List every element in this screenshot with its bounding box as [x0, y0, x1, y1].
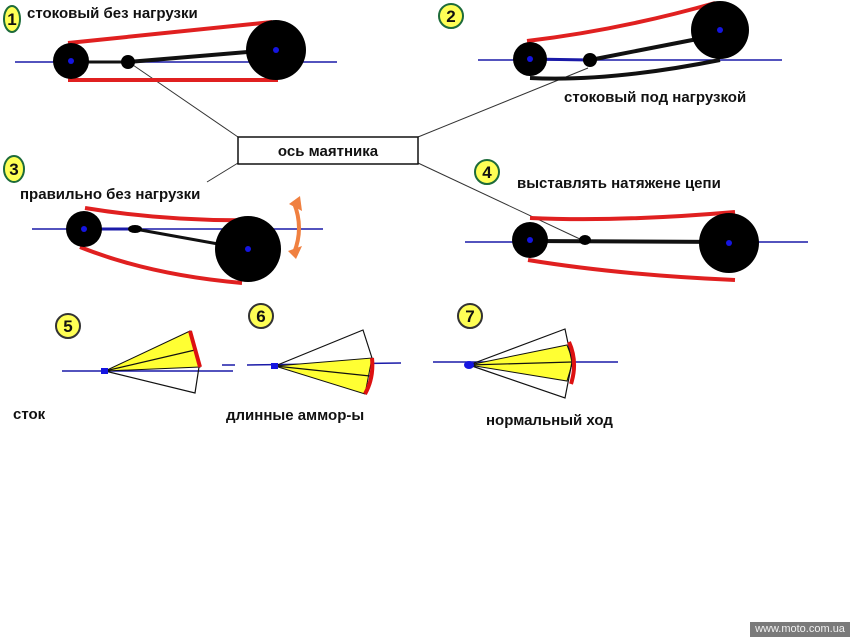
pivot-marker [464, 361, 474, 369]
chain-lower [79, 245, 243, 285]
pivot [583, 53, 597, 67]
panel-3: 3 правильно без нагрузки [3, 155, 323, 285]
hub-dot [527, 56, 533, 62]
number-badge-2: 2 [438, 3, 464, 29]
travel-sector [274, 357, 373, 395]
panel-7: 7 нормальный ход [433, 303, 618, 429]
hub-dot [68, 58, 74, 64]
droop-outline [104, 366, 200, 394]
travel-sector [104, 330, 201, 372]
number-badge-5: 5 [55, 313, 81, 339]
pivot [121, 55, 135, 69]
caption-1: стоковый без нагрузки [27, 5, 198, 22]
svg-text:4: 4 [482, 163, 492, 182]
chain-upper [529, 210, 736, 222]
number-badge-6: 6 [248, 303, 274, 329]
pivot-marker [271, 363, 278, 369]
panel-5: 5 сток [13, 313, 233, 423]
svg-text:5: 5 [63, 317, 72, 336]
number-badge-3: 3 [3, 155, 25, 183]
hub-dot [726, 240, 732, 246]
number-badge-4: 4 [474, 159, 500, 185]
number-badge-1: 1 [3, 5, 21, 33]
connector-to-panel-3 [206, 162, 239, 183]
svg-text:2: 2 [446, 7, 455, 26]
pendulum-axis-label: ось маятника [278, 143, 379, 160]
chain-upper [67, 20, 273, 45]
pivot [128, 225, 142, 233]
swing-arrow-icon [288, 196, 302, 259]
travel-arc [363, 357, 375, 395]
pivot [579, 235, 591, 245]
panel-4: 4 выставлять натяжене цепи [465, 159, 808, 282]
chain-slack [529, 58, 721, 81]
chain-upper [84, 206, 261, 223]
pivot-marker [101, 368, 108, 374]
caption-4: выставлять натяжене цепи [517, 175, 721, 192]
travel-arc [188, 330, 202, 368]
chain-upper [526, 1, 716, 43]
svg-text:7: 7 [465, 307, 474, 326]
connector-to-panel-1 [129, 62, 239, 138]
mid-line [468, 361, 573, 366]
chain-lower [527, 258, 736, 282]
caption-6: длинные аммор-ы [226, 407, 364, 424]
hub-dot [245, 246, 251, 252]
hub-dot [81, 226, 87, 232]
watermark: www.moto.com.ua [750, 622, 850, 637]
panel-6: 6 длинные аммор-ы [222, 303, 402, 424]
panel-1: 1 стоковый без нагрузки [3, 5, 337, 82]
swingarm [529, 239, 731, 244]
mid-line [274, 365, 371, 377]
svg-text:6: 6 [256, 307, 265, 326]
mid-line [104, 349, 196, 372]
caption-3: правильно без нагрузки [20, 186, 200, 203]
hub-dot [273, 47, 279, 53]
number-badge-7: 7 [457, 303, 483, 329]
travel-arc [567, 341, 576, 385]
hub-dot [717, 27, 723, 33]
caption-2: стоковый под нагрузкой [564, 89, 746, 106]
pendulum-axis-box: ось маятника [237, 136, 419, 165]
svg-text:1: 1 [7, 10, 16, 29]
hub-dot [527, 237, 533, 243]
caption-7: нормальный ход [486, 412, 613, 429]
svg-text:3: 3 [9, 160, 18, 179]
caption-5: сток [13, 406, 46, 423]
panel-2: 2 стоковый под нагрузкой [438, 1, 782, 106]
connector-to-panel-4 [417, 162, 583, 241]
upper-outline [274, 329, 373, 367]
